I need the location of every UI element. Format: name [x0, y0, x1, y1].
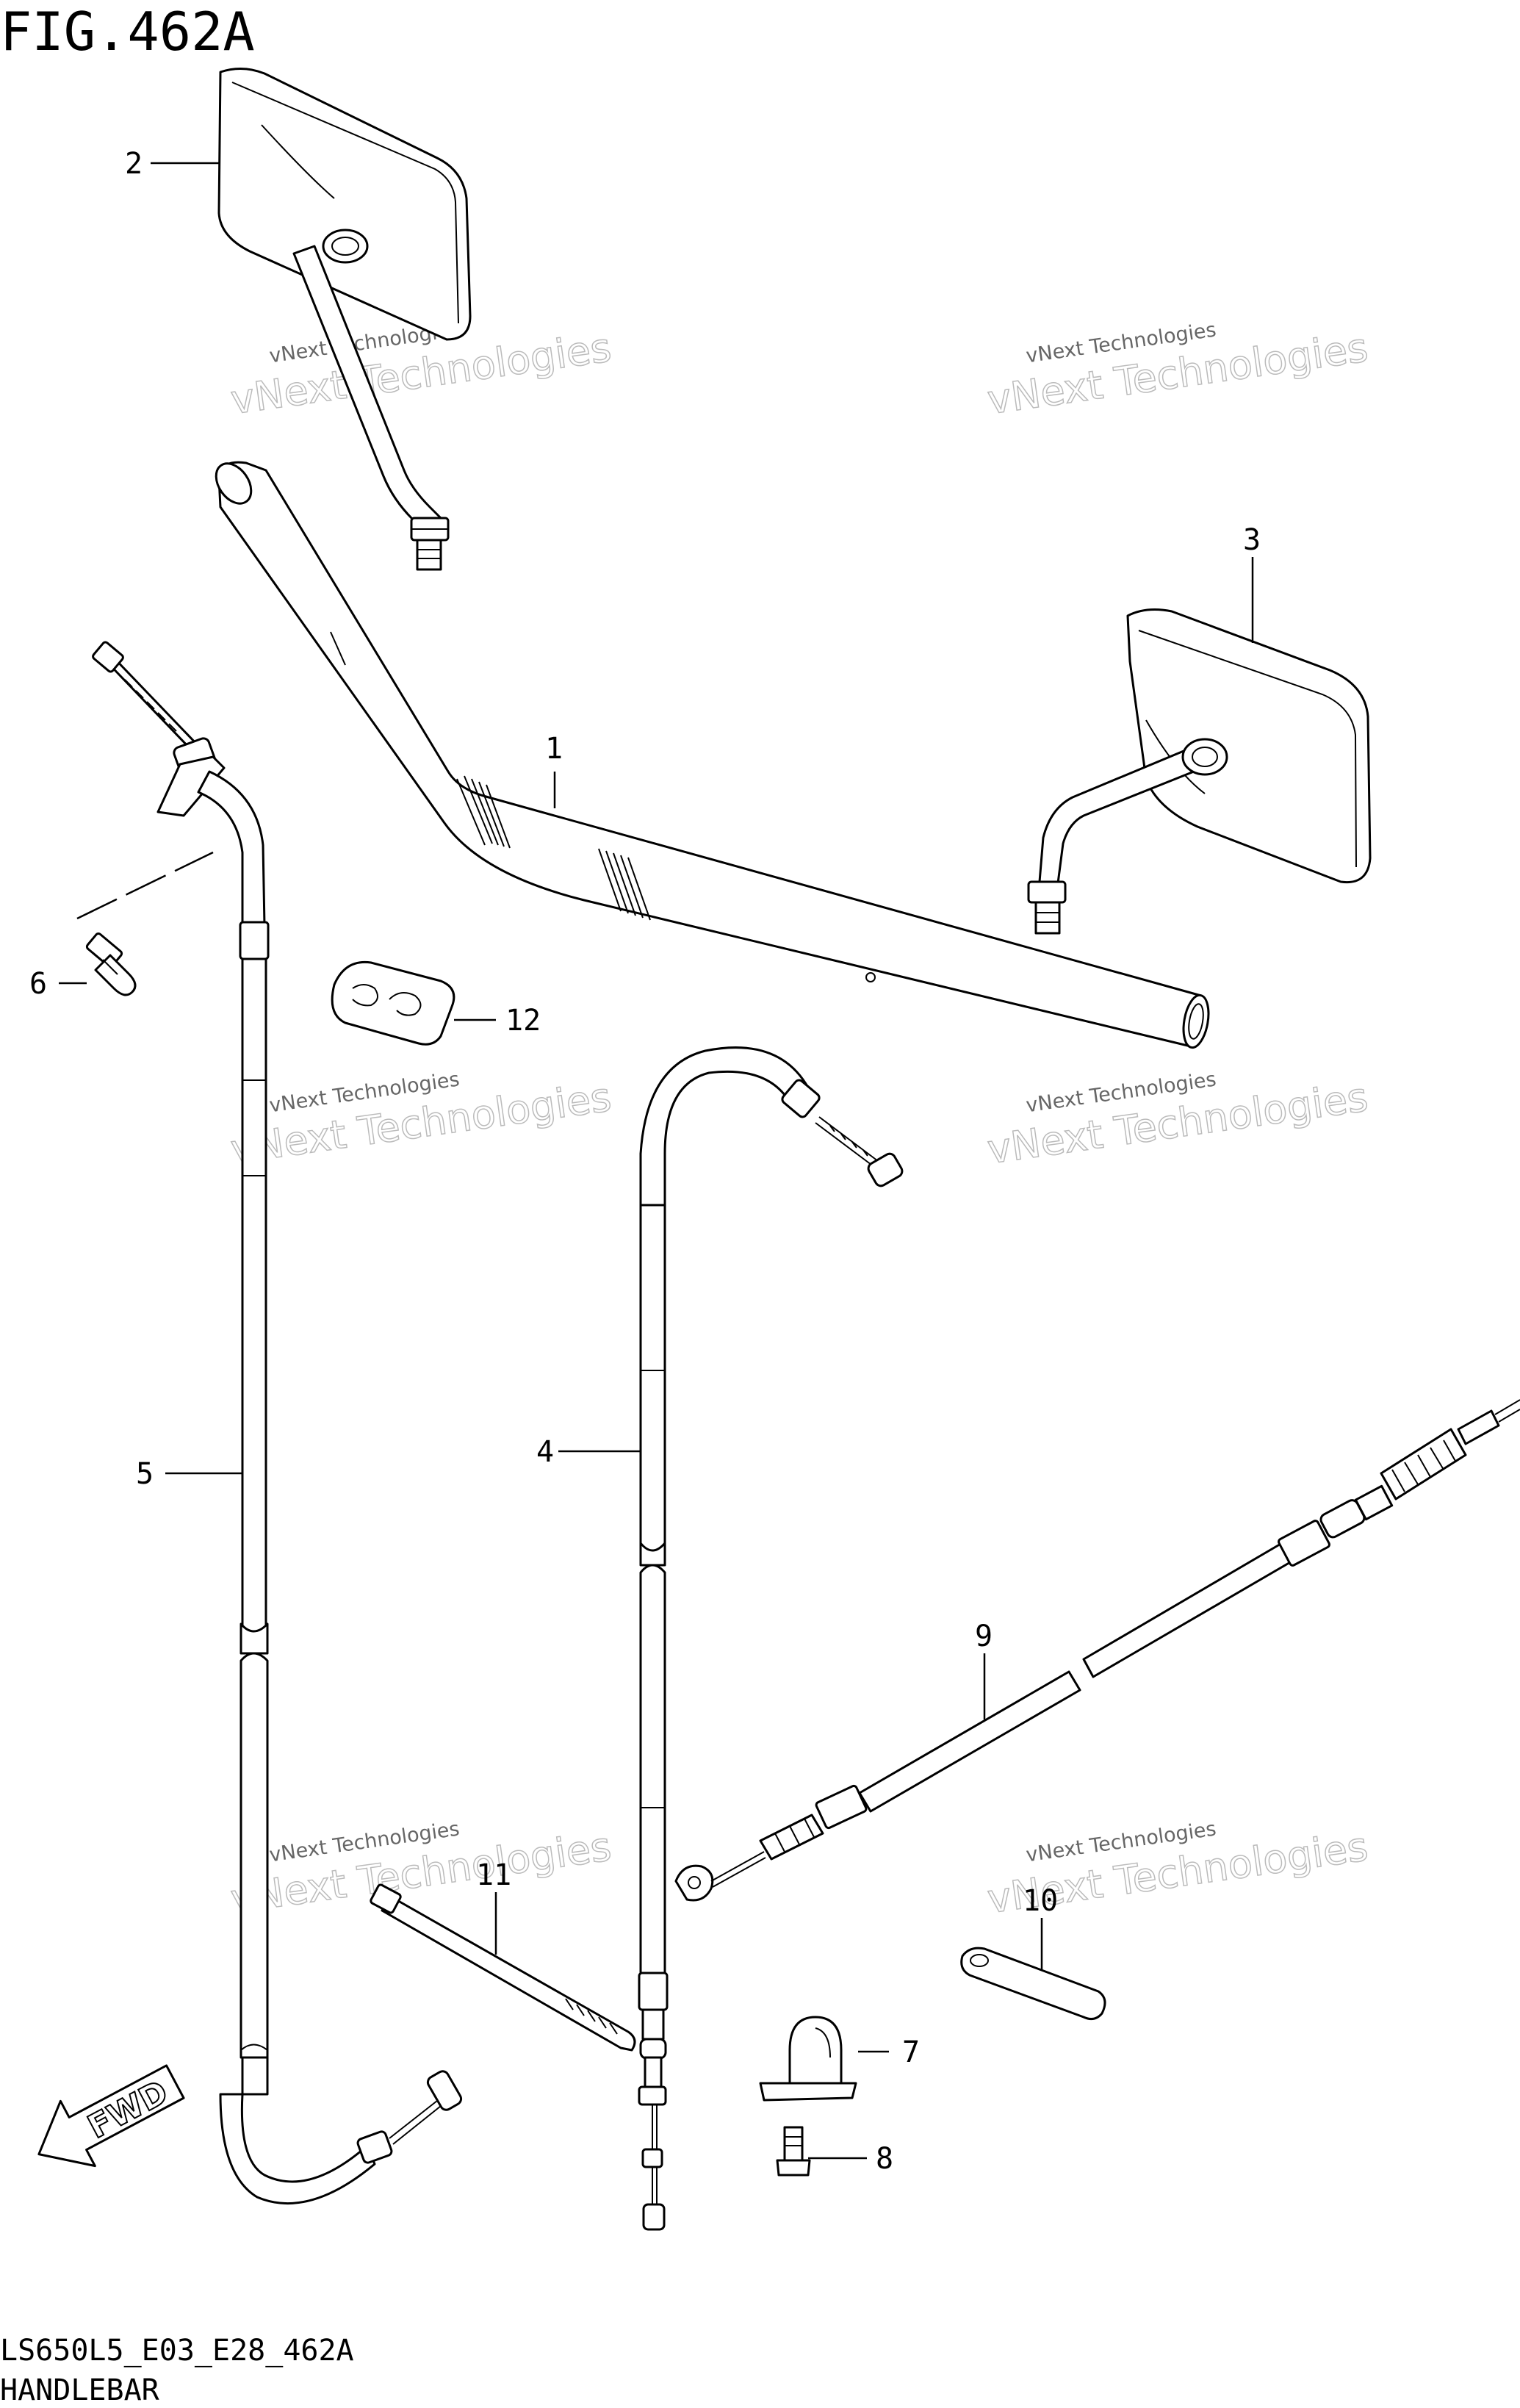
- part-12-clamp: [331, 960, 455, 1046]
- part-10-bracket: [960, 1947, 1106, 2021]
- callout-10: 10: [1023, 1884, 1058, 1918]
- fwd-label: FWD: [82, 2074, 174, 2146]
- watermark-bottom-left: vNext Technologies vNext Technologies: [228, 1817, 615, 1922]
- figure-name: HANDLEBAR: [0, 2373, 160, 2407]
- callout-6: 6: [29, 967, 47, 1001]
- part-8-screw: [776, 2126, 811, 2177]
- callout-1: 1: [545, 732, 563, 766]
- callout-9: 9: [975, 1620, 993, 1653]
- callout-4: 4: [536, 1435, 554, 1469]
- callout-2: 2: [125, 147, 143, 181]
- part-6-bolt: [76, 851, 214, 996]
- callout-8: 8: [876, 2142, 893, 2176]
- part-7-clamp: [759, 2016, 857, 2102]
- callout-3: 3: [1243, 523, 1261, 557]
- watermark-mid-right: vNext Technologies vNext Technologies: [984, 1068, 1372, 1173]
- callout-5: 5: [136, 1457, 154, 1491]
- part-5-cable: [92, 641, 463, 2205]
- watermark-top-right: vNext Technologies vNext Technologies: [984, 318, 1372, 423]
- figure-code: LS650L5_E03_E28_462A: [0, 2334, 354, 2368]
- callout-12: 12: [505, 1004, 541, 1038]
- part-1-handlebar: [215, 461, 1210, 1049]
- part-9-cable: [674, 1399, 1520, 1902]
- watermark-mid-left: vNext Technologies vNext Technologies: [228, 1068, 615, 1173]
- part-11-cable-tie: [370, 1883, 636, 2052]
- callout-11: 11: [476, 1858, 511, 1892]
- fwd-arrow: FWD: [37, 2064, 185, 2168]
- part-4-cable: [638, 1046, 904, 2231]
- callout-7: 7: [902, 2035, 920, 2069]
- part-3-right-mirror: [1027, 608, 1372, 935]
- part-2-left-mirror: [217, 68, 472, 571]
- leader-lines: [59, 162, 1254, 2160]
- figure-title: FIG.462A: [0, 1, 255, 62]
